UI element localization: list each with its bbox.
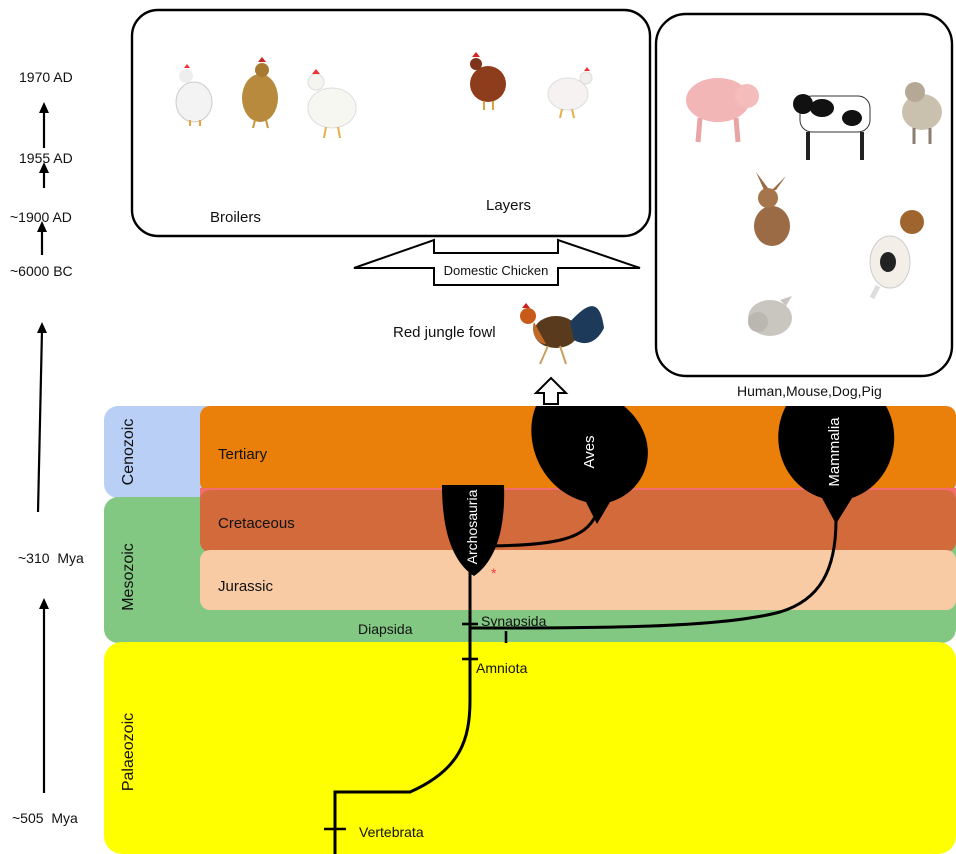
red-jungle-fowl-label: Red jungle fowl — [393, 324, 496, 341]
clade-label-aves: Aves — [581, 435, 598, 468]
broiler-chicken-3-image — [307, 69, 357, 139]
broilers-label: Broilers — [210, 209, 261, 226]
era-label-mesozoic: Mesozoic — [120, 543, 137, 611]
cretaceous-band — [200, 490, 956, 552]
broiler-chicken-2-image — [242, 57, 278, 129]
phylogeny-lines — [333, 514, 838, 854]
mammalia-shape — [778, 406, 895, 524]
mammals-box — [654, 12, 954, 378]
jurassic-band — [200, 550, 956, 610]
time-label-505mya: ~505 Mya — [12, 810, 78, 826]
clade-label-diapsida: Diapsida — [358, 621, 413, 637]
layer-chicken-2-image — [547, 67, 593, 119]
era-label-palaeozoic: Palaeozoic — [120, 713, 137, 791]
clade-label-amniota: Amniota — [476, 660, 528, 676]
archosauria-shape — [442, 485, 505, 576]
chicken-breeds-box — [130, 8, 652, 238]
clade-label-synapsida: Synapsida — [481, 613, 547, 629]
layer-chicken-1-image — [470, 52, 506, 110]
mammal-caption: Human,Mouse,Dog,Pig — [737, 383, 882, 399]
time-label-310mya: ~310 Mya — [18, 550, 84, 566]
era-palaeozoic-band — [104, 642, 956, 854]
dog-image — [869, 210, 924, 300]
aves-shape — [531, 406, 648, 524]
cow-image — [793, 94, 871, 160]
era-label-cenozoic: Cenozoic — [120, 419, 137, 486]
time-label-1970: 1970 AD — [19, 69, 73, 85]
red-jungle-fowl-image — [520, 303, 604, 365]
time-label-6000bc: ~6000 BC — [10, 263, 73, 279]
domestic-chicken-arrow — [353, 238, 641, 286]
clade-label-archosauria: Archosauria — [464, 489, 480, 564]
time-label-1900: ~1900 AD — [10, 209, 72, 225]
period-label-jurassic: Jurassic — [218, 578, 274, 595]
timeline-arrowheads — [37, 102, 49, 609]
layers-label: Layers — [486, 197, 531, 214]
clade-label-mammalia: Mammalia — [826, 417, 843, 487]
period-label-tertiary: Tertiary — [218, 446, 268, 463]
rabbit-image — [754, 172, 790, 246]
sheep-image — [902, 82, 942, 144]
domestic-chicken-label: Domestic Chicken — [444, 263, 549, 278]
wolf-image — [748, 296, 792, 336]
hollow-up-arrow — [533, 376, 569, 405]
phylogeny-ticks — [324, 622, 508, 831]
pig-image — [686, 78, 759, 143]
clade-label-vertebrata: Vertebrata — [359, 824, 424, 840]
broiler-chicken-1-image — [175, 64, 213, 126]
period-label-cretaceous: Cretaceous — [218, 515, 295, 532]
red-asterisk: * — [491, 565, 497, 581]
time-label-1955: 1955 AD — [19, 150, 73, 166]
